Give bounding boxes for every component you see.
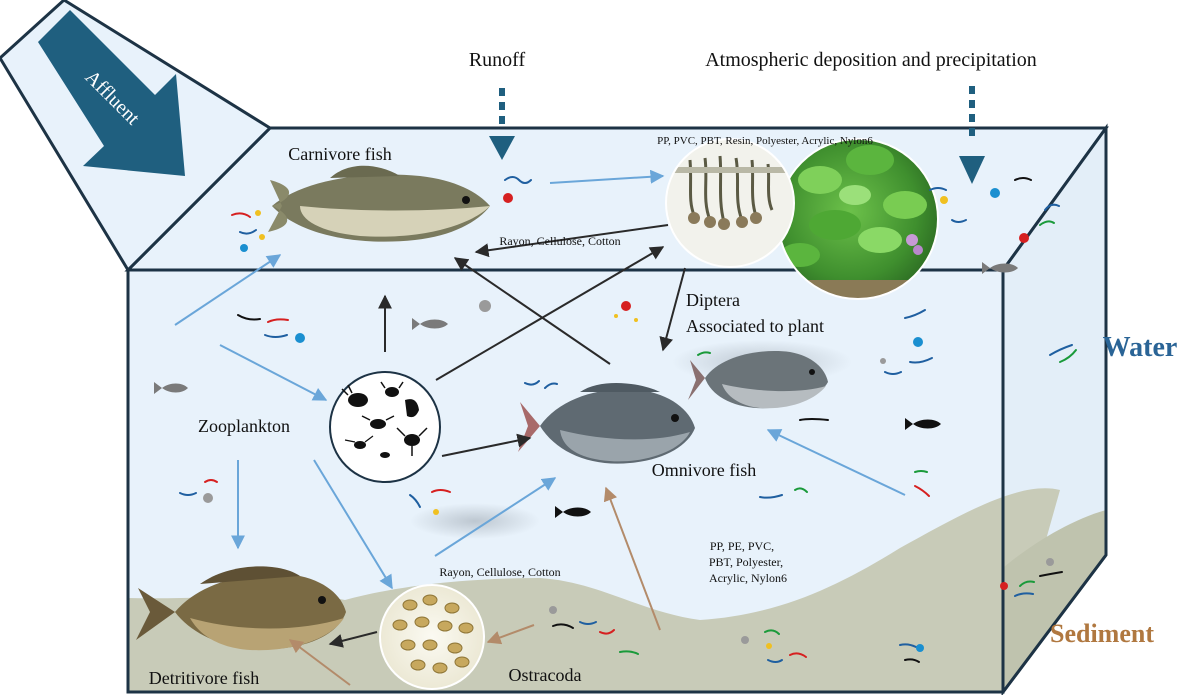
small-fish-icon [412,318,448,330]
zooplankton-icon [329,371,441,483]
diptera-sublabel: Associated to plant [686,316,824,336]
omnivore-fish-label: Omnivore fish [652,460,756,480]
ostracoda-icon [379,584,485,690]
sediment-right [1003,510,1106,692]
polymers-bottom-label-3: Acrylic, Nylon6 [709,571,787,585]
detritivore-fish-icon [136,566,346,651]
omnivore-fish-icon [518,382,695,464]
diagram-labels: Carnivore fish PP, PVC, PBT, Resin, Poly… [149,135,1178,688]
small-fish-icon [982,262,1018,274]
small-fish-icon [154,382,188,394]
brown-flow-arrows [288,486,661,686]
omnivore-fish-2-icon [688,351,828,409]
sediment-label: Sediment [1050,619,1154,648]
fibers-bottom-label: Rayon, Cellulose, Cotton [439,565,560,579]
carnivore-fish-icon [268,165,490,242]
atmospheric-label: Atmospheric deposition and precipitation [705,49,1037,71]
tank-top-face [124,126,1109,272]
diptera-larvae-icon [665,138,795,268]
sediment-front [128,488,1060,692]
atmospheric-marker: Atmospheric deposition and precipitation [705,49,1037,184]
runoff-arrowhead [489,136,515,160]
microplastic-particles [179,176,1077,663]
affluent-inlet: Affluent [0,0,273,273]
runoff-label: Runoff [469,49,526,71]
small-fish-icon [555,506,591,518]
polymers-top-label: PP, PVC, PBT, Resin, Polyester, Acrylic,… [657,135,873,147]
runoff-marker: Runoff [469,49,526,160]
polymers-bottom-label-2: PBT, Polyester, [709,555,783,569]
polymers-bottom-label-1: PP, PE, PVC, [710,539,774,553]
small-fish-icon [905,418,941,430]
dark-flow-arrows [328,224,686,648]
fibers-top-label: Rayon, Cellulose, Cotton [499,234,620,248]
ostracoda-label: Ostracoda [509,665,582,685]
blue-flow-arrows [174,169,906,590]
water-hyacinth-icon [777,138,939,300]
diptera-label: Diptera [686,290,740,310]
detritivore-fish-label: Detritivore fish [149,668,259,688]
affluent-arrow [38,10,185,176]
zooplankton-label: Zooplankton [198,416,290,436]
small-fish-icons [154,262,1018,518]
microplastic-beads [203,188,1054,652]
carnivore-fish-label: Carnivore fish [288,144,391,164]
water-label: Water [1103,332,1178,363]
atmospheric-arrowhead [959,156,985,184]
